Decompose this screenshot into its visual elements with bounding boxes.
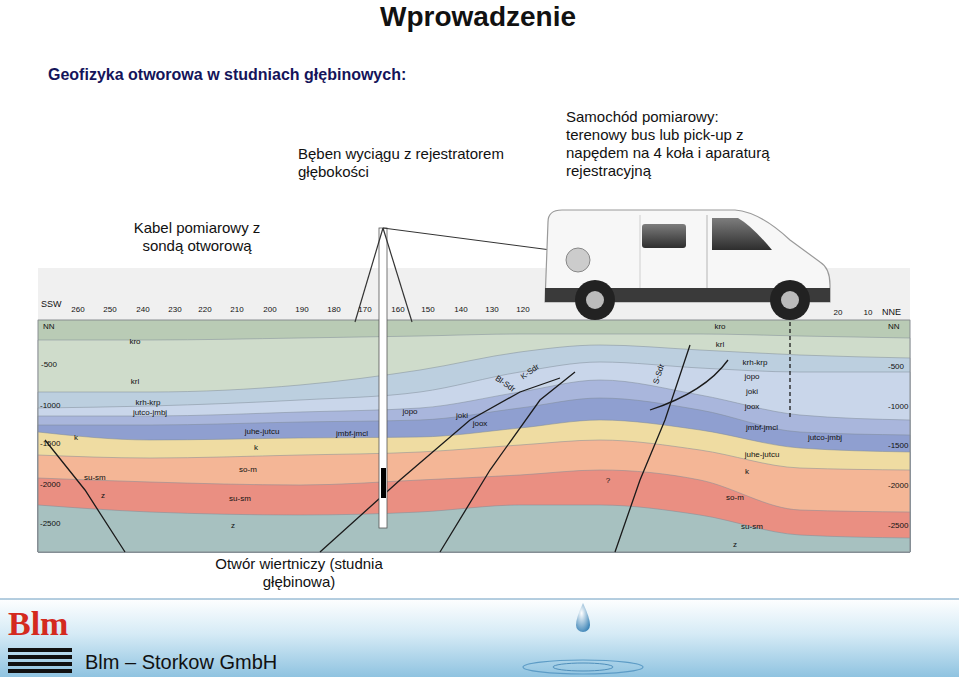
section-frame	[38, 320, 910, 552]
depth-label: -1000	[888, 402, 908, 412]
layer-label: k	[254, 443, 258, 453]
rock-layer	[38, 362, 910, 552]
layer-label: z	[101, 491, 105, 501]
direction-label: NNE	[882, 307, 901, 318]
fault-lines	[45, 322, 790, 552]
axis-number: 260	[71, 305, 84, 315]
fault-label: ?	[606, 476, 610, 486]
measurement-van	[545, 210, 830, 320]
layer-label: kro	[714, 322, 725, 332]
depth-label: NN	[43, 322, 55, 332]
cross-section	[38, 320, 910, 552]
logo-text: Blm	[8, 604, 68, 645]
callout-text: Bęben wyciągu z rejestratorem głębokości	[298, 145, 508, 181]
axis-number: 150	[421, 305, 434, 315]
layer-label: z	[231, 521, 235, 531]
axis-number: 170	[358, 305, 371, 315]
sonde	[381, 468, 386, 498]
page-title: Wprowadzenie	[380, 0, 576, 34]
layer-label: joox	[745, 402, 760, 412]
layer-label: k	[745, 467, 749, 477]
depth-label: -2500	[40, 519, 60, 529]
layer-label: krl	[716, 340, 724, 350]
rock-layer	[38, 334, 910, 552]
layer-label: jopo	[744, 372, 759, 382]
depth-label: -1500	[888, 441, 908, 451]
axis-number: 190	[295, 305, 308, 315]
axis-number: 160	[391, 305, 404, 315]
layer-label: jmbf-jmcl	[336, 429, 368, 439]
layer-label: su-sm	[84, 473, 106, 483]
layer-label: krh-krp	[743, 358, 768, 368]
layer-label: krl	[131, 377, 139, 387]
axis-number: 200	[263, 305, 276, 315]
layer-label: jmbf-jmcl	[746, 423, 778, 433]
layer-label: krh-krp	[136, 398, 161, 408]
layer-label: jutco-jmbj	[808, 433, 842, 443]
fault-label: K-Sdr	[519, 362, 541, 382]
callout-text: Samochód pomiarowy: terenowy bus lub pic…	[566, 108, 771, 180]
rock-layer	[38, 420, 910, 552]
depth-label: -1000	[40, 401, 60, 411]
layer-label: so-m	[239, 465, 257, 475]
axis-number: 120	[516, 305, 529, 315]
rock-layer	[38, 345, 910, 552]
axis-number: 220	[198, 305, 211, 315]
axis-number: 240	[136, 305, 149, 315]
depth-label: -500	[41, 360, 57, 370]
layer-label: z	[733, 540, 737, 550]
callout-text: Otwór wiertniczy (studnia głębinowa)	[213, 555, 385, 591]
depth-label: -2000	[888, 481, 908, 491]
axis-number: 180	[327, 305, 340, 315]
depth-label: -500	[888, 362, 904, 372]
axis-number: 20	[834, 308, 843, 318]
depth-label: -2500	[888, 521, 908, 531]
axis-number: 230	[168, 305, 181, 315]
rock-layer	[38, 505, 910, 552]
layer-label: su-sm	[741, 522, 763, 532]
rock-layer	[38, 398, 910, 552]
axis-number: 10	[864, 308, 873, 318]
layer-label: k	[74, 433, 78, 443]
depth-label: NN	[888, 322, 900, 332]
water-band	[0, 598, 959, 677]
logo-stripes	[8, 648, 72, 673]
fault-label: S-Sdr	[651, 363, 666, 385]
water-drop	[576, 603, 590, 632]
layer-label: so-m	[726, 493, 744, 503]
rock-layer	[38, 320, 910, 552]
layer-label: su-sm	[229, 494, 251, 504]
fault-label: Bl-Sdr	[493, 374, 517, 395]
direction-label: SSW	[41, 299, 62, 310]
axis-number: 250	[103, 305, 116, 315]
layer-label: juhe-jutcu	[745, 450, 780, 460]
layer-label: joki	[746, 387, 758, 397]
company-name: Blm – Storkow GmbH	[85, 650, 277, 674]
depth-label: -1500	[40, 439, 60, 449]
cable-drum	[566, 248, 590, 272]
rock-layer	[38, 470, 910, 552]
rock-layer	[38, 380, 910, 552]
axis-number: 140	[454, 305, 467, 315]
layer-label: juhe-jutcu	[245, 427, 280, 437]
layer-label: joox	[473, 419, 488, 429]
axis-number: 130	[485, 305, 498, 315]
depth-label: -2000	[40, 480, 60, 490]
layer-label: kro	[129, 337, 140, 347]
subtitle: Geofizyka otworowa w studniach głębinowy…	[48, 65, 406, 84]
axis-number: 210	[230, 305, 243, 315]
layer-label: joki	[456, 411, 468, 421]
layer-label: jopo	[402, 407, 417, 417]
callout-text: Kabel pomiarowy z sondą otworową	[117, 219, 277, 255]
layer-label: jutco-jmbj	[133, 408, 167, 418]
borehole	[355, 228, 566, 528]
